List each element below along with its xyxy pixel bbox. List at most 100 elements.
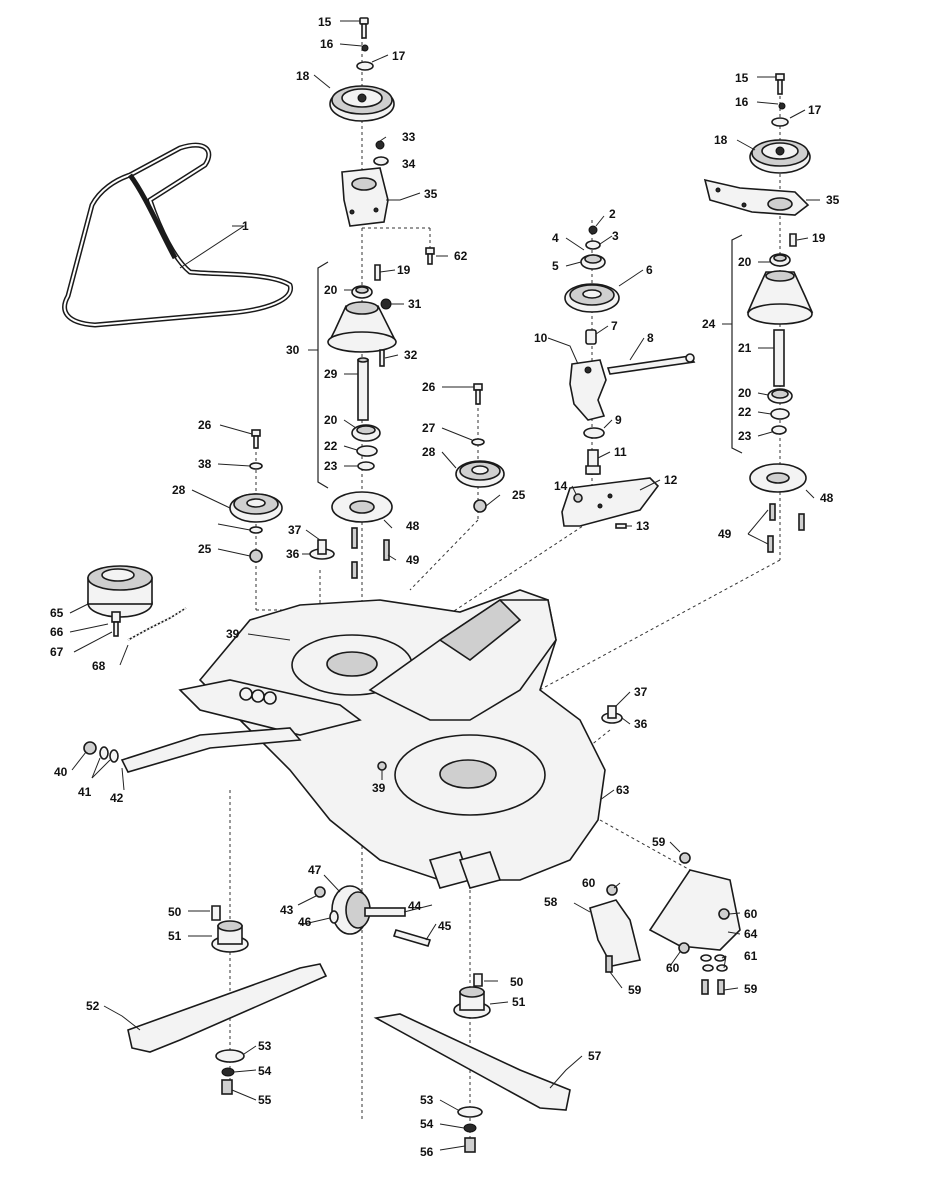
callout-15b: 15 [735, 71, 749, 85]
middle-idler-stack [455, 383, 505, 513]
callout-2: 2 [609, 207, 616, 221]
callout-53a: 53 [258, 1039, 272, 1053]
callout-1: 1 [242, 219, 249, 233]
callout-36a: 36 [286, 547, 300, 561]
callout-48a: 48 [406, 519, 420, 533]
stud-36-37-left [309, 539, 335, 560]
callout-35b: 35 [826, 193, 840, 207]
callout-62: 62 [454, 249, 468, 263]
tensioner-assembly [561, 225, 696, 529]
left-idler-stack [229, 429, 283, 563]
left-blade-stack [127, 905, 328, 1095]
callout-39a: 39 [226, 627, 240, 641]
callout-67: 67 [50, 645, 64, 659]
group-braces [308, 234, 743, 489]
callout-19b: 19 [812, 231, 826, 245]
callout-56: 56 [420, 1145, 434, 1159]
callout-26b: 26 [422, 380, 436, 394]
callout-60a: 60 [582, 876, 596, 890]
callout-35a: 35 [424, 187, 438, 201]
callout-25b: 25 [512, 488, 526, 502]
callout-60c: 60 [666, 961, 680, 975]
callout-27: 27 [422, 421, 436, 435]
callout-12: 12 [664, 473, 678, 487]
callout-54a: 54 [258, 1064, 272, 1078]
callout-23a: 23 [324, 459, 338, 473]
callout-39b: 39 [372, 781, 386, 795]
callout-28b: 28 [422, 445, 436, 459]
callout-33: 33 [402, 130, 416, 144]
callout-31: 31 [408, 297, 422, 311]
callout-20d: 20 [738, 386, 752, 400]
callout-28a: 28 [172, 483, 186, 497]
callout-60b: 60 [744, 907, 758, 921]
callout-45: 45 [438, 919, 452, 933]
callout-37a: 37 [288, 523, 302, 537]
callout-24: 24 [702, 317, 716, 331]
callout-59b: 59 [628, 983, 642, 997]
callout-16b: 16 [735, 95, 749, 109]
callout-21: 21 [738, 341, 752, 355]
gauge-wheel [314, 885, 432, 947]
callout-11: 11 [614, 445, 627, 459]
callout-49b: 49 [718, 527, 732, 541]
callout-10: 10 [534, 331, 548, 345]
callout-34: 34 [402, 157, 416, 171]
callout-14: 14 [554, 479, 568, 493]
callout-66: 66 [50, 625, 64, 639]
callout-3: 3 [612, 229, 619, 243]
callout-63: 63 [616, 783, 630, 797]
callout-51b: 51 [512, 995, 526, 1009]
electric-clutch [87, 565, 187, 641]
callout-13: 13 [636, 519, 650, 533]
callout-64: 64 [744, 927, 758, 941]
leader-lines [69, 20, 820, 1151]
callout-20b: 20 [738, 255, 752, 269]
callout-20c: 20 [324, 413, 338, 427]
callout-22a: 22 [324, 439, 338, 453]
callout-41: 41 [78, 785, 92, 799]
callout-48b: 48 [820, 491, 834, 505]
callout-59c: 59 [744, 982, 758, 996]
callout-17a: 17 [392, 49, 406, 63]
callout-5: 5 [552, 259, 559, 273]
callout-20a: 20 [324, 283, 338, 297]
callout-54b: 54 [420, 1117, 434, 1131]
callout-52: 52 [86, 999, 100, 1013]
callout-53b: 53 [420, 1093, 434, 1107]
callout-8: 8 [647, 331, 654, 345]
callout-40: 40 [54, 765, 68, 779]
mower-deck [178, 589, 623, 889]
callout-29: 29 [324, 367, 338, 381]
callout-37b: 37 [634, 685, 648, 699]
roller-brackets [589, 852, 741, 995]
callout-18a: 18 [296, 69, 310, 83]
callout-22b: 22 [738, 405, 752, 419]
callout-43: 43 [280, 903, 294, 917]
callout-4: 4 [552, 231, 559, 245]
callout-65: 65 [50, 606, 64, 620]
callout-18b: 18 [714, 133, 728, 147]
callout-49a: 49 [406, 553, 420, 567]
callout-51a: 51 [168, 929, 182, 943]
callout-68: 68 [92, 659, 106, 673]
callout-50b: 50 [510, 975, 524, 989]
callout-46: 46 [298, 915, 312, 929]
callout-6: 6 [646, 263, 653, 277]
callout-17b: 17 [808, 103, 822, 117]
callout-36b: 36 [634, 717, 648, 731]
callout-15a: 15 [318, 15, 332, 29]
callout-19a: 19 [397, 263, 411, 277]
front-linkage [83, 727, 302, 773]
callout-16a: 16 [320, 37, 334, 51]
callout-59a: 59 [652, 835, 666, 849]
right-spindle-stack [703, 73, 814, 553]
callout-61: 61 [744, 949, 758, 963]
callout-50a: 50 [168, 905, 182, 919]
right-blade-stack [373, 973, 571, 1153]
callout-42: 42 [110, 791, 124, 805]
callout-58: 58 [544, 895, 558, 909]
callout-9: 9 [615, 413, 622, 427]
